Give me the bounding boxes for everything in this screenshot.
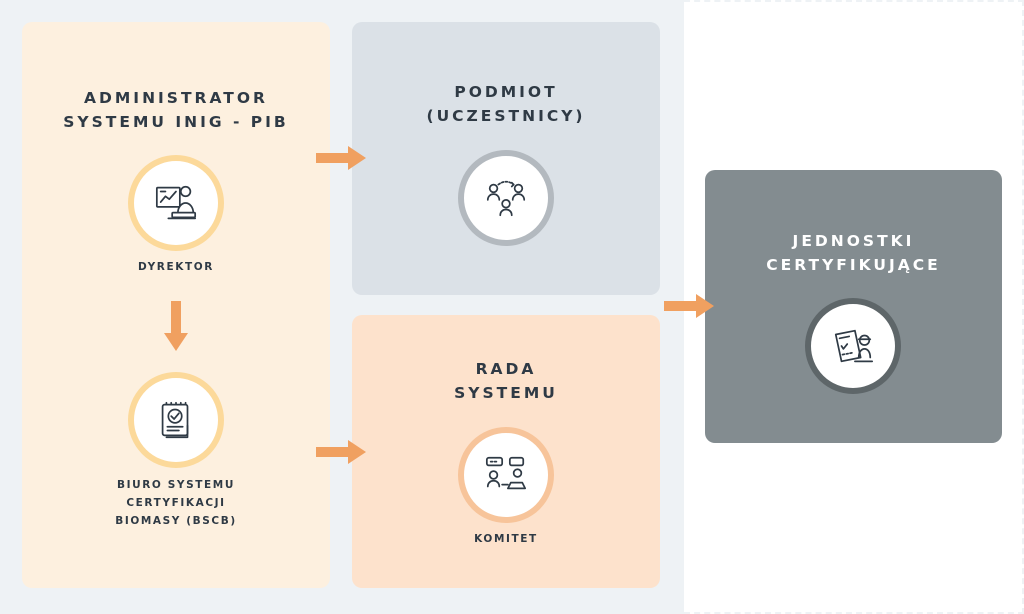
- committee-label: KOMITET: [474, 533, 538, 545]
- committee-discussion-icon: [458, 427, 554, 523]
- arrow-to-jednostki: [664, 294, 714, 318]
- podmiot-panel: PODMIOT (UCZESTNICY): [352, 22, 660, 295]
- administrator-title: ADMINISTRATOR SYSTEMU INIG - PIB: [63, 89, 289, 131]
- director-label: DYREKTOR: [138, 261, 214, 273]
- certificate-inspector-icon: [805, 298, 901, 394]
- arrow-admin-to-rada: [316, 440, 366, 464]
- jednostki-panel: JEDNOSTKI CERTYFIKUJĄCE: [705, 170, 1002, 443]
- arrow-admin-to-podmiot: [316, 146, 366, 170]
- participants-network-icon: [458, 150, 554, 246]
- rada-panel: RADA SYSTEMU KOMITET: [352, 315, 660, 588]
- podmiot-title: PODMIOT (UCZESTNICY): [426, 83, 586, 125]
- jednostki-title: JEDNOSTKI CERTYFIKUJĄCE: [766, 232, 941, 274]
- presentation-director-icon: [128, 155, 224, 251]
- office-label: BIURO SYSTEMU CERTYFIKACJI BIOMASY (BSCB…: [115, 479, 237, 527]
- rada-title: RADA SYSTEMU: [454, 360, 558, 402]
- checklist-document-icon: [128, 372, 224, 468]
- arrow-director-to-office: [164, 301, 188, 351]
